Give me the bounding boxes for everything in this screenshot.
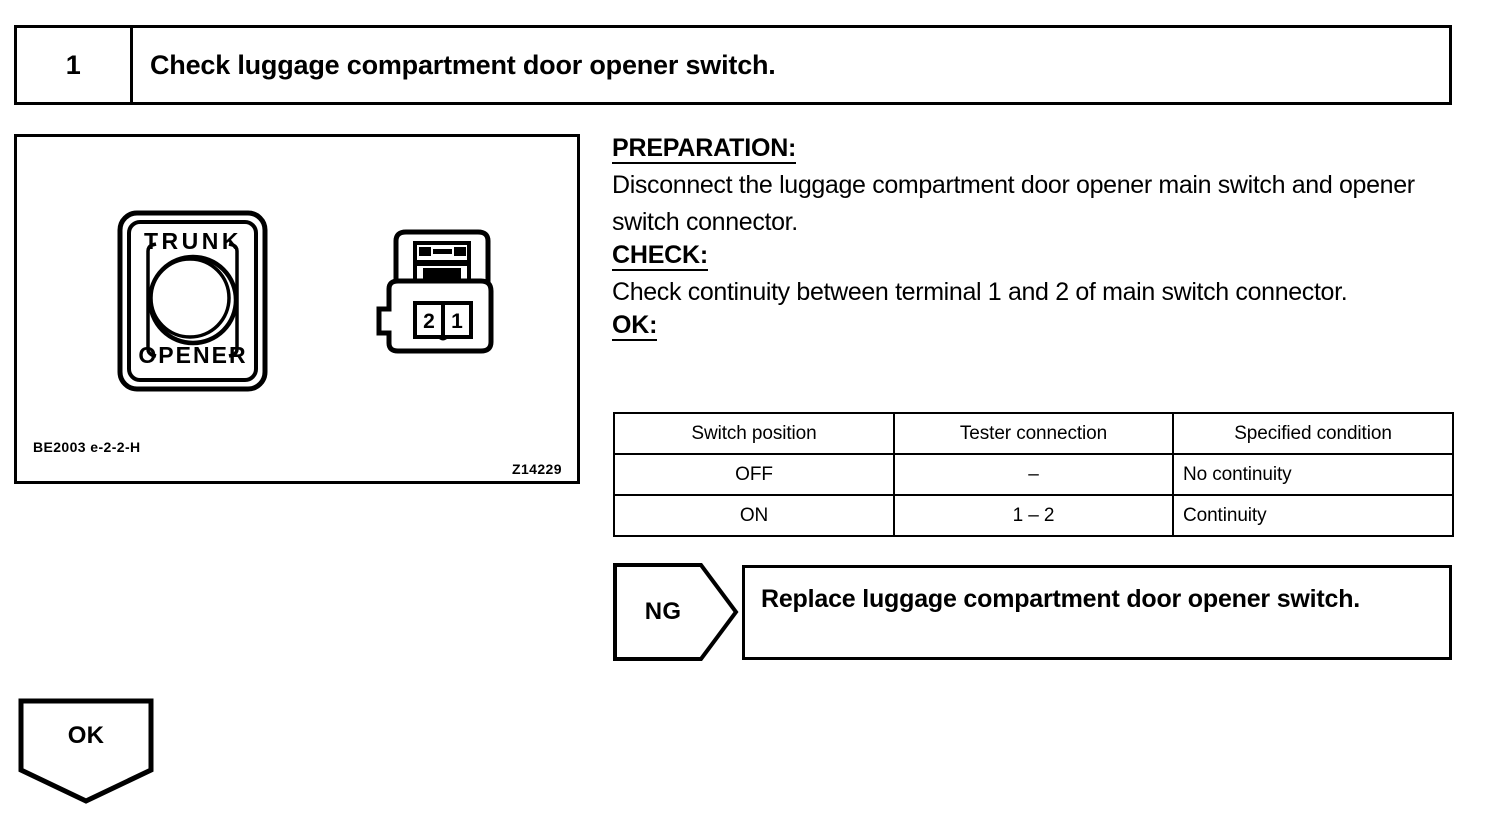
cell-tester-connection: 1 – 2 — [893, 494, 1174, 537]
step-number: 1 — [65, 49, 82, 80]
illustration-panel: TRUNK OPENER 2 1 — [14, 134, 580, 484]
step-title-cell: Check luggage compartment door opener sw… — [133, 28, 1449, 102]
preparation-heading-row: PREPARATION: — [612, 134, 1457, 165]
step-number-cell: 1 — [17, 28, 133, 102]
figure-code-label: BE2003 e-2-2-H — [33, 439, 141, 455]
column-header-tester-connection: Tester connection — [893, 412, 1174, 455]
specification-table: Switch position Tester connection Specif… — [613, 412, 1454, 537]
cell-tester-connection: – — [893, 453, 1174, 496]
ok-branch-label: OK — [67, 722, 105, 749]
check-text: Check continuity between terminal 1 and … — [612, 278, 1348, 306]
ng-arrow-icon — [613, 563, 739, 661]
figure-reference-code: Z14229 — [512, 461, 562, 477]
cell-switch-position: OFF — [613, 453, 895, 496]
step-header-box: 1 Check luggage compartment door opener … — [14, 25, 1452, 105]
ok-arrow-down-icon — [18, 698, 154, 804]
cell-specified-condition: Continuity — [1172, 494, 1454, 537]
check-heading: CHECK: — [612, 241, 709, 271]
ng-tag-label: NG — [644, 598, 682, 625]
check-heading-row: CHECK: — [612, 241, 1457, 272]
switch-label-trunk: TRUNK — [144, 228, 242, 254]
cell-specified-condition: No continuity — [1172, 453, 1454, 496]
step-title: Check luggage compartment door opener sw… — [150, 49, 776, 80]
connector-terminal-2: 2 — [423, 310, 435, 333]
preparation-text: Disconnect the luggage compartment door … — [612, 171, 1415, 236]
table-header-row: Switch position Tester connection Specif… — [613, 412, 1454, 455]
ng-tag-shape — [613, 563, 739, 661]
preparation-heading: PREPARATION: — [612, 134, 797, 164]
column-header-specified-condition: Specified condition — [1172, 412, 1454, 455]
cell-switch-position: ON — [613, 494, 895, 537]
illustration-drawing: TRUNK OPENER 2 1 — [117, 210, 494, 392]
table-row: OFF – No continuity — [613, 453, 1454, 496]
connector-terminal-1: 1 — [451, 310, 463, 333]
column-header-switch-position: Switch position — [613, 412, 895, 455]
specification-table-wrapper: Switch position Tester connection Specif… — [613, 412, 1454, 537]
instructions-column: PREPARATION: Disconnect the luggage comp… — [612, 134, 1457, 344]
table-row: ON 1 – 2 Continuity — [613, 494, 1454, 537]
ng-action-text: Replace luggage compartment door opener … — [761, 585, 1361, 613]
connector-drawing: 2 1 — [376, 229, 494, 354]
ok-heading-row: OK: — [612, 311, 1457, 342]
trunk-opener-switch-drawing: TRUNK OPENER — [117, 210, 268, 392]
switch-label-opener: OPENER — [138, 342, 247, 368]
ok-branch: OK — [18, 698, 154, 804]
ng-action-box: Replace luggage compartment door opener … — [742, 565, 1452, 660]
ok-heading: OK: — [612, 311, 658, 341]
